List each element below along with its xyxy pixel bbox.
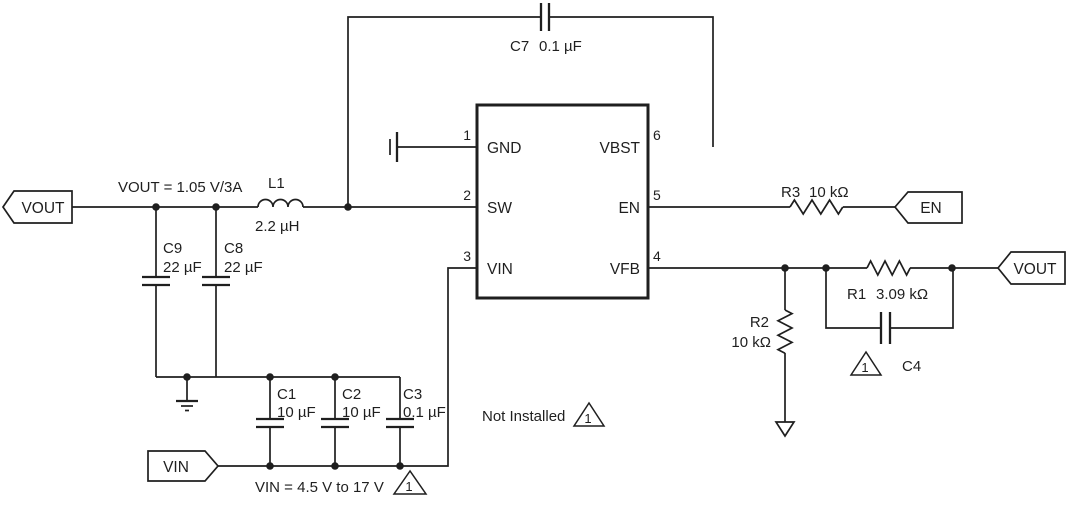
- label-c1-ref: C1: [277, 386, 296, 403]
- label-r3-ref: R3: [781, 184, 800, 201]
- resistor-r1-symbol: [866, 259, 911, 277]
- ic-pin-number-2: 2: [463, 187, 471, 203]
- port-flag-vin: [147, 450, 220, 482]
- capacitor-c2-symbol: [321, 417, 349, 429]
- label-r2-value: 10 kΩ: [731, 334, 771, 351]
- ground-symbol-output: [176, 377, 198, 412]
- wire-c4-loop: [825, 268, 954, 329]
- label-r3-value: 10 kΩ: [809, 184, 849, 201]
- ground-symbol-pin1: [389, 132, 399, 162]
- ic-pin-number-6: 6: [653, 127, 661, 143]
- port-label-vin: VIN: [163, 459, 189, 476]
- port-label-vout-right: VOUT: [1013, 261, 1057, 278]
- label-c8-value: 22 µF: [224, 259, 263, 276]
- capacitor-c7-symbol: [539, 3, 551, 31]
- capacitor-c4-symbol: [879, 312, 892, 344]
- ic-pin-label-vbst: VBST: [600, 140, 641, 157]
- port-flag-vout-left: [1, 190, 73, 224]
- inductor-l1-symbol: [257, 198, 304, 208]
- port-flag-en: [893, 191, 963, 224]
- label-c7-value: 0.1 µF: [539, 38, 582, 55]
- ic-pin-label-sw: SW: [487, 200, 512, 217]
- ic-pin-label-gnd: GND: [487, 140, 521, 157]
- label-l1-ref: L1: [268, 175, 285, 192]
- port-flag-vout-right: [996, 251, 1066, 285]
- label-c3-value: 0.1 µF: [403, 404, 446, 421]
- label-c2-value: 10 µF: [342, 404, 381, 421]
- note-number: 1: [861, 360, 868, 375]
- label-c4-ref: C4: [902, 358, 921, 375]
- note-triangle-not-installed: 1: [572, 401, 606, 427]
- label-c2-ref: C2: [342, 386, 361, 403]
- capacitor-c9-symbol: [142, 275, 170, 287]
- resistor-r3-symbol: [789, 198, 844, 216]
- label-c3-ref: C3: [403, 386, 422, 403]
- junction-dots: [152, 203, 956, 470]
- label-vin-spec: VIN = 4.5 V to 17 V: [255, 479, 384, 496]
- label-r2-ref: R2: [750, 314, 769, 331]
- label-l1-value: 2.2 µH: [255, 218, 300, 235]
- ic-body: [475, 103, 650, 300]
- note-number: 1: [405, 479, 412, 494]
- label-r1-value: 3.09 kΩ: [876, 286, 928, 303]
- ic-pin-number-3: 3: [463, 248, 471, 264]
- resistor-r2-symbol: [776, 309, 794, 354]
- label-c8-ref: C8: [224, 240, 243, 257]
- wire-vin-line: [218, 267, 477, 467]
- ic-pin-number-5: 5: [653, 187, 661, 203]
- ic-pin-label-vin: VIN: [487, 261, 513, 278]
- wire-bootstrap-loop: [347, 16, 714, 207]
- note-number: 1: [584, 411, 591, 426]
- ic-pin-number-4: 4: [653, 248, 661, 264]
- capacitor-c1-symbol: [256, 417, 284, 429]
- ground-arrow-r2: [774, 421, 796, 438]
- capacitor-c3-symbol: [386, 417, 414, 429]
- label-c9-value: 22 µF: [163, 259, 202, 276]
- ic-pin-label-vfb: VFB: [610, 261, 640, 278]
- label-not-installed: Not Installed: [482, 408, 565, 425]
- ic-pin-number-1: 1: [463, 127, 471, 143]
- label-r1-ref: R1: [847, 286, 866, 303]
- port-label-vout-left: VOUT: [21, 200, 65, 217]
- label-c9-ref: C9: [163, 240, 182, 257]
- label-c7-ref: C7: [510, 38, 529, 55]
- capacitor-c8-symbol: [202, 275, 230, 287]
- note-triangle-c4: 1: [849, 350, 883, 376]
- note-triangle-vin: 1: [392, 469, 428, 495]
- label-vout-spec: VOUT = 1.05 V/3A: [118, 179, 242, 196]
- port-label-en: EN: [920, 200, 942, 217]
- ic-pin-label-en: EN: [618, 200, 640, 217]
- label-c1-value: 10 µF: [277, 404, 316, 421]
